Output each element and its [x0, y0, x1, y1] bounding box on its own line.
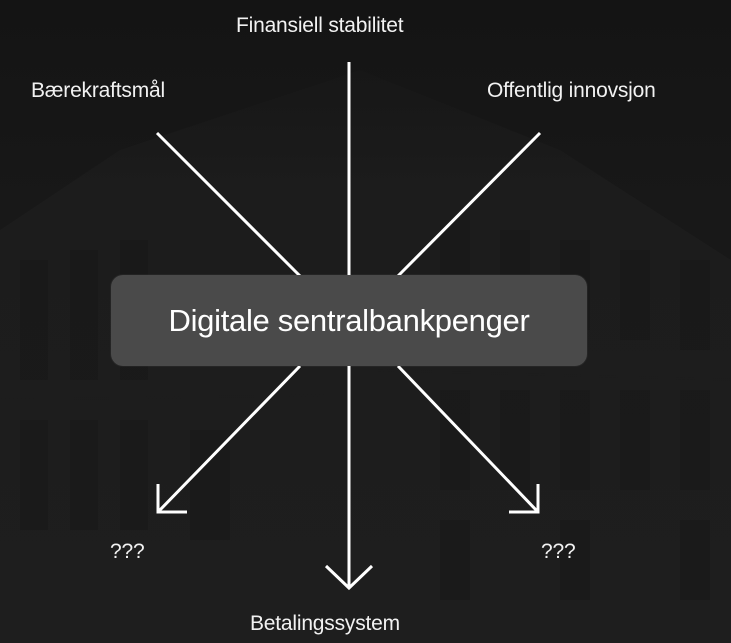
arrow-line-bottom-right [396, 364, 540, 514]
label-offentlig-innovasjon: Offentlig innovsjon [487, 79, 656, 102]
arrow-line-bottom-left [156, 364, 302, 514]
arrow-line-top-right [396, 131, 542, 278]
arrowhead-bottom-icon [324, 564, 374, 591]
label-unknown-left: ??? [110, 540, 145, 563]
label-finansiell-stabilitet: Finansiell stabilitet [236, 14, 404, 37]
center-node: Digitale sentralbankpenger [111, 275, 587, 366]
arrow-line-top-left [155, 131, 302, 278]
arrowhead-bottom-right-icon [509, 484, 540, 514]
label-unknown-right: ??? [541, 540, 576, 563]
arrowhead-bottom-left-icon [156, 484, 187, 514]
label-betalingssystem: Betalingssystem [250, 612, 400, 635]
center-node-label: Digitale sentralbankpenger [168, 302, 530, 338]
label-baerekraftsmal: Bærekraftsmål [31, 79, 165, 102]
